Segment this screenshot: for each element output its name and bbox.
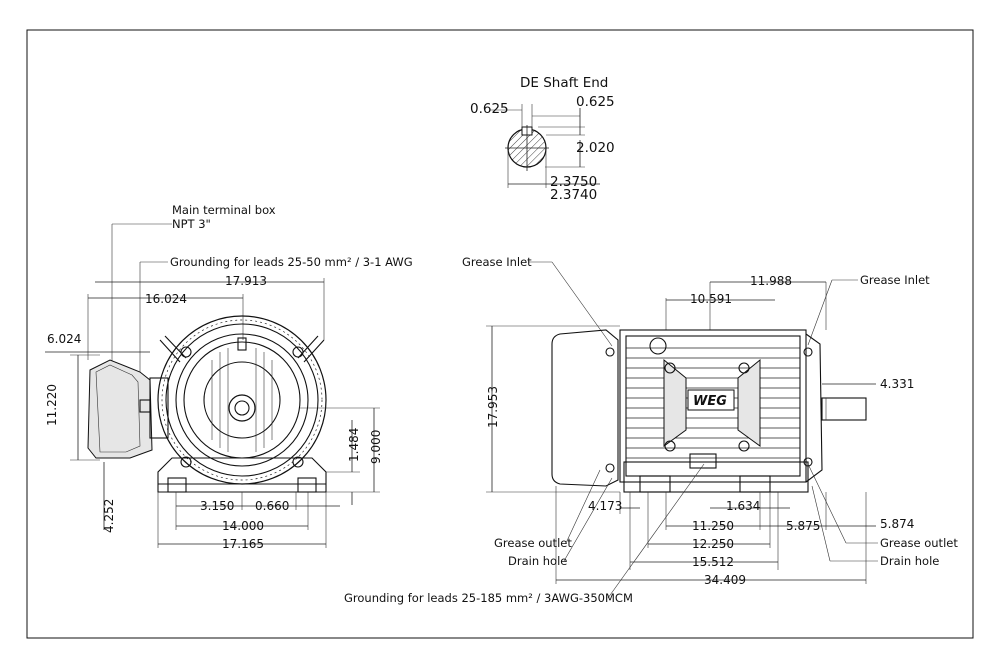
- shaft-end-detail: DE Shaft End 0.625 0.625 2.020 2.3750 2.…: [470, 75, 615, 203]
- motor-feet: [157, 457, 327, 493]
- dim-17913: 17.913: [225, 274, 267, 288]
- dim-11988: 11.988: [750, 274, 792, 288]
- shaft-dia-min-label: 2.3740: [550, 187, 597, 203]
- shaft-key-right-label: 0.625: [576, 94, 615, 110]
- grease-outlet-left-label: Grease outlet: [494, 536, 572, 550]
- terminal-box-body: [87, 359, 153, 459]
- grease-inlet-left-label: Grease Inlet: [462, 255, 532, 269]
- drain-hole-left-label: Drain hole: [508, 554, 567, 568]
- shaft-end-title: DE Shaft End: [520, 75, 608, 91]
- dim-4173: 4.173: [588, 499, 622, 513]
- dim-5874: 5.874: [880, 517, 914, 531]
- dim-16024: 16.024: [145, 292, 187, 306]
- dim-34409: 34.409: [704, 573, 746, 587]
- brand-logo: [687, 389, 735, 411]
- dim-17165: 17.165: [222, 537, 264, 551]
- shaft-side: [821, 397, 867, 421]
- dim-15512: 15.512: [692, 555, 734, 569]
- dim-4331: 4.331: [880, 377, 914, 391]
- dim-11220: 11.220: [45, 384, 59, 426]
- grounding-leads-bottom-label: Grounding for leads 25-185 mm² / 3AWG-35…: [344, 591, 633, 605]
- side-view: 11.988 10.591 Grease Inlet Grease Inlet …: [344, 255, 958, 605]
- shaft-key-depth-label: 2.020: [576, 140, 615, 156]
- grease-outlet-right-label: Grease outlet: [880, 536, 958, 550]
- grounding-leads-front-label: Grounding for leads 25-50 mm² / 3-1 AWG: [170, 255, 413, 269]
- fan-cover: [551, 329, 619, 487]
- dim-3150: 3.150: [200, 499, 234, 513]
- main-terminal-box-label: Main terminal box: [172, 203, 276, 217]
- dim-1634: 1.634: [726, 499, 760, 513]
- dim-0660: 0.660: [255, 499, 289, 513]
- drain-hole-right-label: Drain hole: [880, 554, 939, 568]
- shaft-dia-max-label: 2.3750: [550, 174, 597, 190]
- shaft-circle: [228, 394, 256, 422]
- shaft-key-left-label: 0.625: [470, 101, 509, 117]
- dim-6024: 6.024: [47, 332, 81, 346]
- dim-5875: 5.875: [786, 519, 820, 533]
- dim-10591: 10.591: [690, 292, 732, 306]
- lifting-eye: [649, 337, 667, 355]
- dim-17953: 17.953: [486, 386, 500, 428]
- dim-4252: 4.252: [102, 499, 116, 533]
- brand-logo-text: WEG: [693, 394, 727, 409]
- dim-9000: 9.000: [369, 430, 383, 464]
- motor-frame-side: [619, 329, 807, 483]
- front-view: Main terminal box NPT 3" Grounding for l…: [45, 203, 413, 551]
- dim-12250: 12.250: [692, 537, 734, 551]
- dim-14000: 14.000: [222, 519, 264, 533]
- drawing-frame: [26, 29, 974, 639]
- dim-11250: 11.250: [692, 519, 734, 533]
- npt-label: NPT 3": [172, 217, 211, 231]
- grease-inlet-right-label: Grease Inlet: [860, 273, 930, 287]
- dim-1484: 1.484: [347, 428, 361, 462]
